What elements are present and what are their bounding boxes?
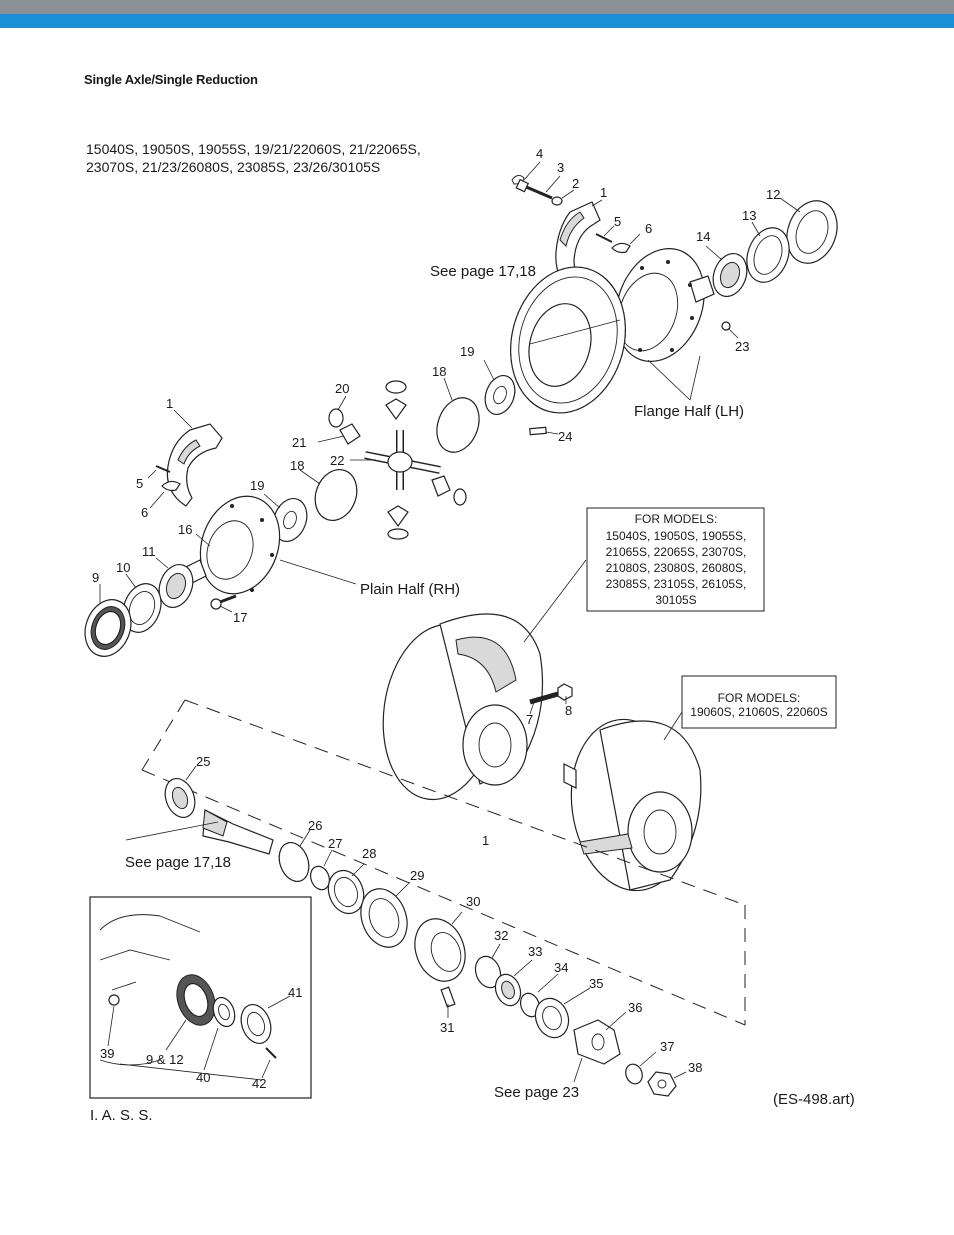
callout-41: 41 [288,985,302,1000]
model-box-b-line-1: 19060S, 21060S, 22060S [690,705,827,719]
differential-side-gears-and-spider [328,375,516,540]
callout-16: 16 [178,522,192,537]
callout-18-left: 18 [290,458,304,473]
bearing-cap-rh-group [155,423,223,507]
callout-11: 11 [142,544,156,559]
callout-35: 35 [589,976,603,991]
callout-housing-1: 1 [482,833,489,848]
differential-case-plain-half [183,469,358,610]
callout-23: 23 [735,339,749,354]
callout-18-top: 18 [432,364,446,379]
model-list-line-2: 23070S, 21/23/26080S, 23085S, 23/26/3010… [86,159,381,175]
callout-29: 29 [410,868,424,883]
model-box-a-line-5: 30105S [655,593,696,607]
callout-40: 40 [196,1070,210,1085]
note-see-page-ring-gear: See page 17,18 [430,263,536,280]
note-plain-half-rh: Plain Half (RH) [360,581,460,598]
note-iass-label: I. A. S. S. [90,1107,153,1124]
model-box-a: FOR MODELS: 15040S, 19050S, 19055S, 2106… [586,507,765,612]
side-bearing-adjuster-lh [712,200,838,297]
callout-14: 14 [696,229,710,244]
callout-19-top: 19 [460,344,474,359]
model-box-a-line-4: 23085S, 23105S, 26105S, [606,577,747,591]
callout-6-top: 6 [645,221,652,236]
callout-19-left: 19 [250,478,264,493]
callout-28: 28 [362,846,376,861]
drive-pinion-and-bearings [164,778,677,1097]
callout-1-top: 1 [600,185,607,200]
callout-31: 31 [440,1020,454,1035]
callout-2: 2 [572,176,579,191]
note-art-reference: (ES-498.art) [773,1091,855,1108]
model-list-line-1: 15040S, 19050S, 19055S, 19/21/22060S, 21… [86,141,421,157]
callout-17: 17 [233,610,247,625]
callout-33: 33 [528,944,542,959]
model-box-a-line-2: 21065S, 22065S, 23070S, [606,545,747,559]
carrier-housing-a [382,613,544,801]
callout-37: 37 [660,1039,674,1054]
callout-34: 34 [554,960,568,975]
callout-25: 25 [196,754,210,769]
callout-22: 22 [330,453,344,468]
ring-gear [510,266,626,436]
leader-lines [99,161,801,1083]
note-see-page-yoke: See page 23 [494,1084,579,1101]
callout-36: 36 [628,1000,642,1015]
callout-24: 24 [558,429,572,444]
callout-12: 12 [766,187,780,202]
callout-38: 38 [688,1060,702,1075]
callout-5-left: 5 [136,476,143,491]
callout-10: 10 [116,560,130,575]
model-list: 15040S, 19050S, 19055S, 19/21/22060S, 21… [86,140,421,176]
header-band-grey [0,0,954,14]
callout-9: 9 [92,570,99,585]
header-band-blue [0,14,954,28]
diagram-notes: See page 17,18 Flange Half (LH) Plain Ha… [90,263,855,1124]
callout-39: 39 [100,1046,114,1061]
model-box-b-title: FOR MODELS: [718,691,801,705]
iass-inset-parts [99,914,277,1066]
callout-7: 7 [526,712,533,727]
section-title: Single Axle/Single Reduction [84,72,258,87]
callout-5-top: 5 [614,214,621,229]
bearing-cap-bolt-group [511,175,631,299]
callout-3: 3 [557,160,564,175]
callout-1-left: 1 [166,396,173,411]
callout-21: 21 [292,435,306,450]
note-see-page-pinion: See page 17,18 [125,854,231,871]
model-box-b: FOR MODELS: 19060S, 21060S, 22060S [681,675,837,729]
callout-numbers: 4 3 2 1 5 6 12 13 14 23 19 18 20 21 22 2… [92,146,780,1091]
model-box-a-line-3: 21080S, 23080S, 26080S, [606,561,747,575]
carrier-stud-and-nut [529,683,573,705]
callout-30: 30 [466,894,480,909]
callout-42: 42 [252,1076,266,1091]
side-bearing-adjuster-rh [84,564,194,657]
callout-20: 20 [335,381,349,396]
model-box-a-line-1: 15040S, 19050S, 19055S, [606,529,747,543]
note-flange-half-lh: Flange Half (LH) [634,403,744,420]
carrier-housing-b [563,718,702,892]
callout-4: 4 [536,146,543,161]
callout-26: 26 [308,818,322,833]
callout-13: 13 [742,208,756,223]
callout-32: 32 [494,928,508,943]
callout-9-and-12: 9 & 12 [146,1052,184,1067]
differential-case-flange-half [615,248,731,362]
callout-6-left: 6 [141,505,148,520]
model-box-a-title: FOR MODELS: [635,512,718,526]
callout-27: 27 [328,836,342,851]
callout-8: 8 [565,703,572,718]
